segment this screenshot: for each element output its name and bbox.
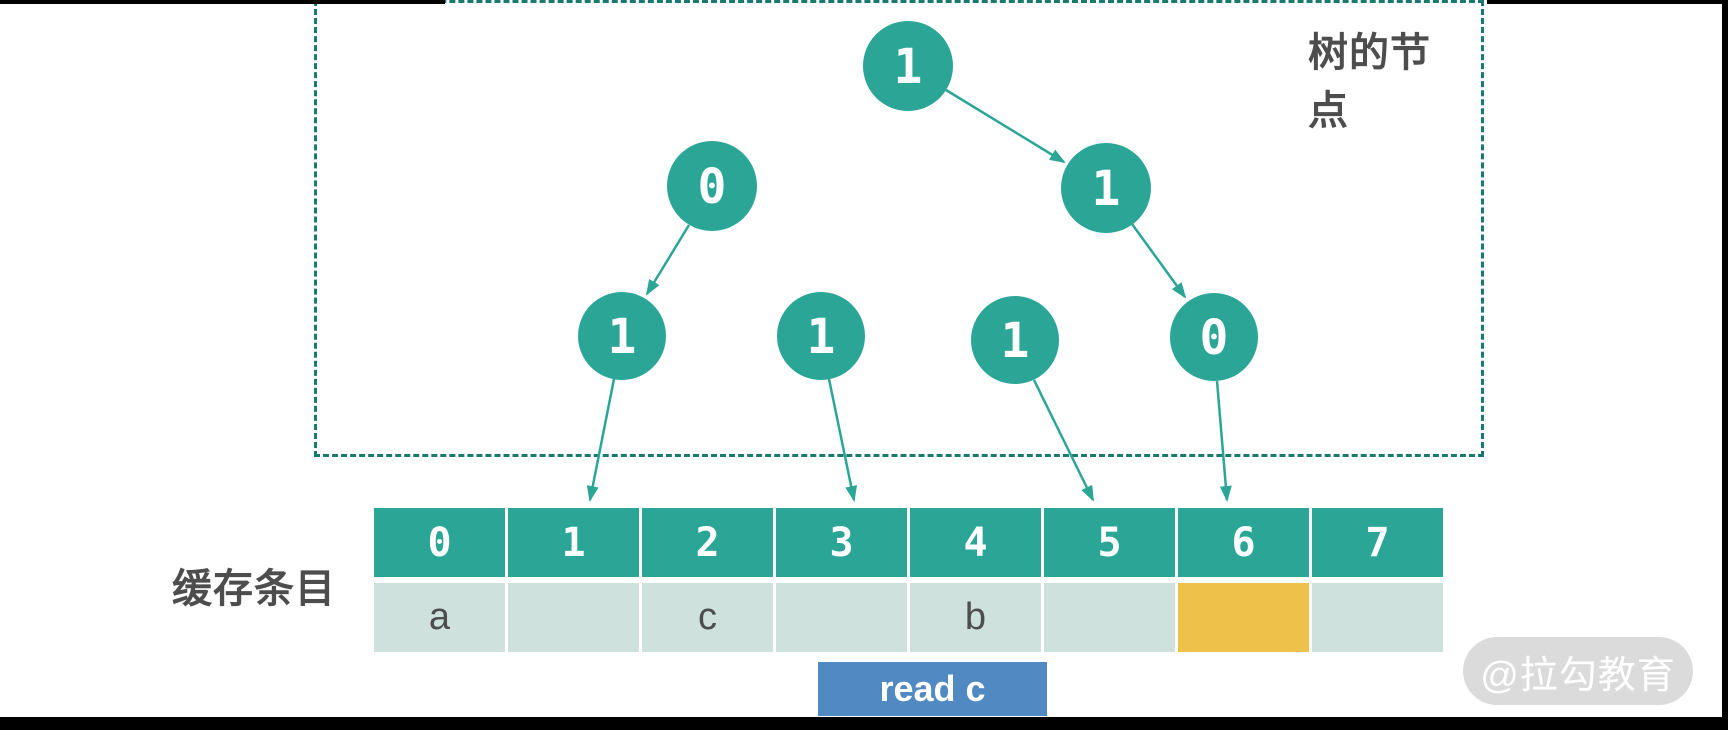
cache-value-cell: b: [910, 583, 1041, 652]
cache-highlight-cell: [1178, 583, 1309, 652]
pointer-leaf0-cell1: [586, 378, 616, 502]
right-black-bar: [1722, 0, 1728, 730]
cache-index-cell: 1: [508, 508, 639, 577]
tree-panel-label: 树的节点: [1308, 31, 1431, 133]
cache-entries-label: 缓存条目: [172, 567, 336, 611]
cache-value-cell: [1044, 583, 1175, 652]
tree-node-root: 1: [863, 21, 953, 111]
cache-value-cell: [508, 583, 639, 652]
tree-edge-right-leaf3: [1130, 223, 1187, 299]
tree-panel-border: [314, 0, 1484, 457]
read-c-button: read c: [818, 662, 1047, 716]
cache-value-cell: [776, 583, 907, 652]
cache-table: 0 1 2 3 4 5 6 7 a c b: [374, 508, 1443, 652]
tree-edge-left-leaf0: [645, 224, 691, 296]
tree-node-right: 1: [1061, 143, 1151, 233]
watermark-badge: @拉勾教育: [1463, 637, 1693, 705]
cache-index-cell: 5: [1044, 508, 1175, 577]
top-left-black-bar: [0, 0, 445, 4]
tree-node-label: 1: [807, 309, 836, 365]
cache-index-cell: 2: [642, 508, 773, 577]
tree-node-label: 0: [698, 159, 727, 215]
cache-value-cell: a: [374, 583, 505, 652]
pointer-leaf3-cell6: [1215, 380, 1232, 502]
cache-value-cell: [1312, 583, 1443, 652]
tree-node-leaf-1: 1: [777, 292, 865, 380]
tree-node-label: 1: [1092, 161, 1121, 217]
tree-node-label: 0: [1200, 310, 1229, 366]
cache-index-cell: 7: [1312, 508, 1443, 577]
tree-node-leaf-3: 0: [1170, 293, 1258, 381]
pointer-leaf1-cell3: [827, 378, 858, 502]
tree-node-label: 1: [608, 309, 637, 365]
top-right-black-bar: [1487, 0, 1728, 4]
tree-node-leaf-2: 1: [971, 296, 1059, 384]
tree-node-leaf-0: 1: [578, 292, 666, 380]
watermark-text: @拉勾教育: [1480, 654, 1676, 697]
cache-index-cell: 3: [776, 508, 907, 577]
tree-node-left: 0: [667, 141, 757, 231]
tree-node-label: 1: [1001, 313, 1030, 369]
cache-index-cell: 0: [374, 508, 505, 577]
pointer-leaf2-cell5: [1032, 379, 1095, 502]
cache-index-cell: 6: [1178, 508, 1309, 577]
tree-node-label: 1: [894, 39, 923, 95]
tree-edge-root-right: [945, 88, 1066, 164]
bottom-black-bar: [0, 717, 1728, 730]
cache-value-cell: c: [642, 583, 773, 652]
cache-index-cell: 4: [910, 508, 1041, 577]
